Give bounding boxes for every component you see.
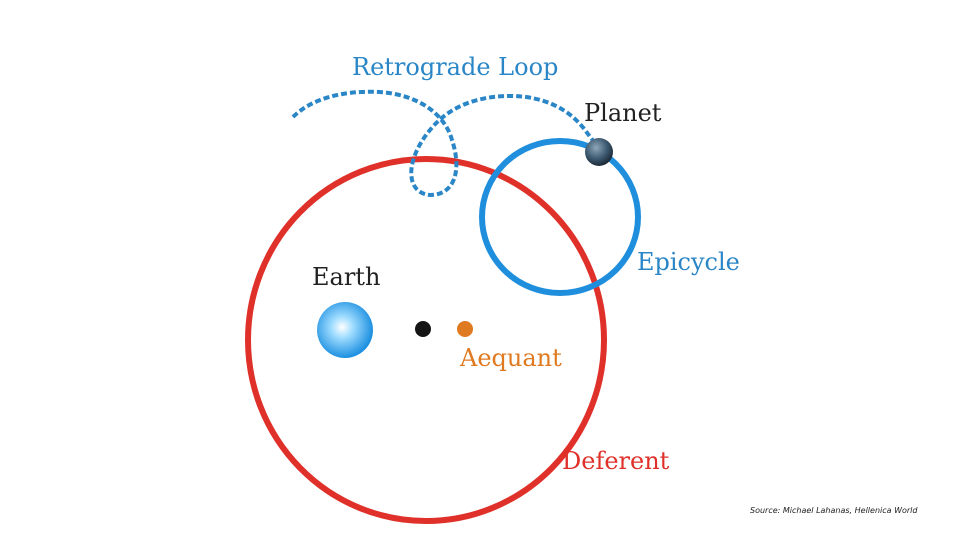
deferent-circle bbox=[245, 156, 607, 524]
aequant-dot bbox=[457, 321, 473, 337]
source-credit: Source: Michael Lahanas, Hellenica World bbox=[750, 506, 918, 515]
planet-label: Planet bbox=[584, 99, 662, 127]
deferent-label: Deferent bbox=[562, 447, 670, 475]
epicycle-circle bbox=[479, 138, 641, 296]
planet-icon bbox=[585, 138, 613, 166]
aequant-label: Aequant bbox=[459, 344, 562, 372]
retrograde-loop-label: Retrograde Loop bbox=[352, 53, 558, 81]
epicycle-label: Epicycle bbox=[637, 248, 740, 276]
retrograde-loop-path bbox=[291, 89, 602, 198]
earth-icon bbox=[317, 302, 373, 358]
deferent-center-dot bbox=[415, 321, 431, 337]
earth-label: Earth bbox=[312, 263, 380, 291]
